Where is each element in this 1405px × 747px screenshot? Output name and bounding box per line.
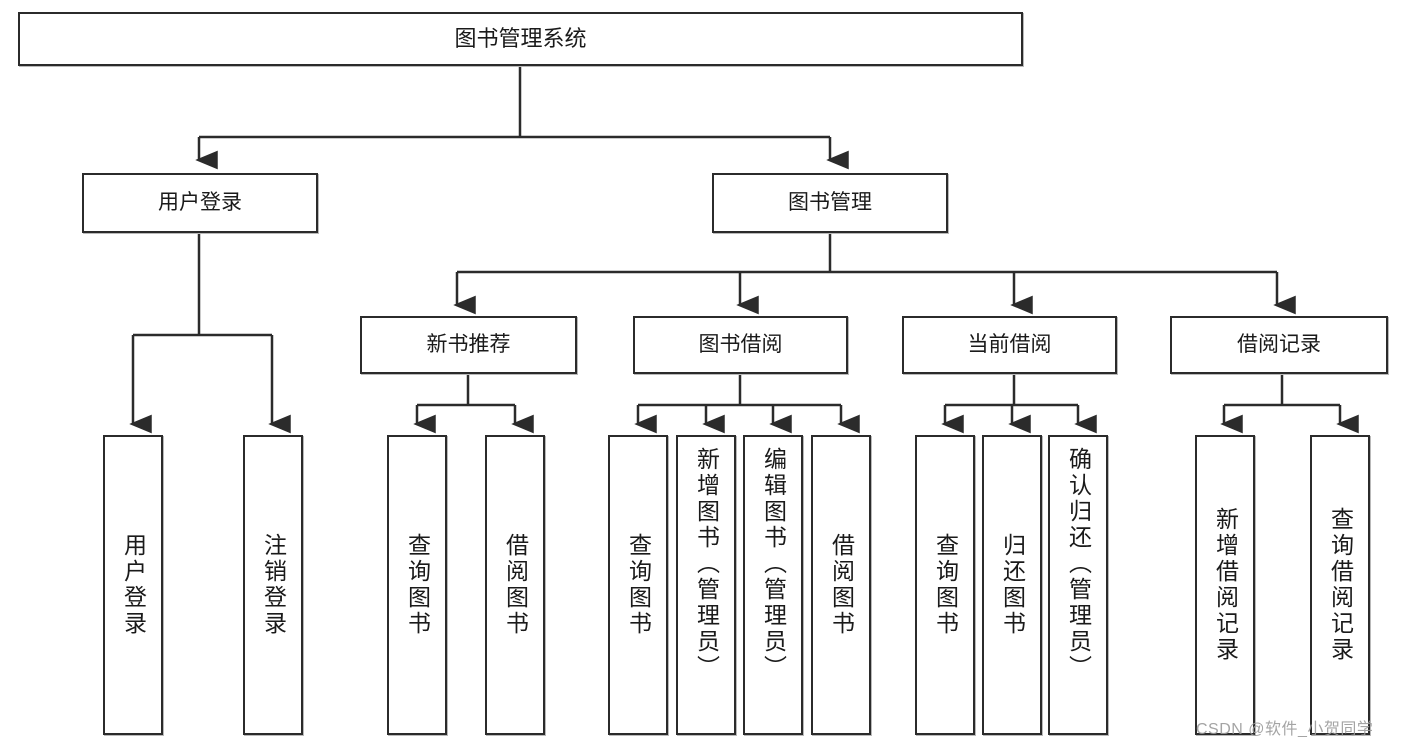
leaf-query-book-recommend-box[interactable]: 查询图书	[387, 435, 447, 735]
leaf-logout-login-box[interactable]: 注销登录	[243, 435, 303, 735]
leaf-query-borrow-record-box[interactable]: 查询借阅记录	[1310, 435, 1370, 735]
leaf-query-book-current-box[interactable]: 查询图书	[915, 435, 975, 735]
leaf-edit-book-admin-label: 编辑图书（管理员）	[760, 447, 787, 681]
leaf-query-book-box[interactable]: 查询图书	[608, 435, 668, 735]
leaf-edit-book-admin-box[interactable]: 编辑图书（管理员）	[743, 435, 803, 735]
leaf-confirm-return-admin-box[interactable]: 确认归还（管理员）	[1048, 435, 1108, 735]
leaf-query-book-current-label: 查询图书	[932, 533, 959, 637]
borrow-record-label: 借阅记录	[1237, 332, 1321, 356]
user-login-label: 用户登录	[158, 190, 242, 214]
leaf-add-book-admin-box[interactable]: 新增图书（管理员）	[676, 435, 736, 735]
current-borrow-label: 当前借阅	[967, 332, 1052, 356]
leaf-add-borrow-record-box[interactable]: 新增借阅记录	[1195, 435, 1255, 735]
book-borrow-label: 图书借阅	[698, 332, 783, 356]
leaf-user-login-label: 用户登录	[120, 533, 147, 637]
leaf-borrow-book-label: 借阅图书	[828, 533, 855, 637]
leaf-query-book-recommend-label: 查询图书	[404, 533, 431, 637]
leaf-query-borrow-record-label: 查询借阅记录	[1327, 507, 1354, 663]
leaf-confirm-return-admin-label: 确认归还（管理员）	[1065, 447, 1092, 681]
csdn-watermark: CSDN @软件_小贺同学	[1196, 721, 1374, 738]
current-borrow-box[interactable]: 当前借阅	[902, 316, 1117, 374]
root-system-label: 图书管理系统	[454, 26, 587, 52]
borrow-record-box[interactable]: 借阅记录	[1170, 316, 1388, 374]
leaf-add-borrow-record-label: 新增借阅记录	[1212, 507, 1239, 663]
leaf-add-book-admin-label: 新增图书（管理员）	[693, 447, 720, 681]
root-system-box[interactable]: 图书管理系统	[18, 12, 1023, 66]
leaf-query-book-label: 查询图书	[625, 533, 652, 637]
leaf-borrow-book-recommend-box[interactable]: 借阅图书	[485, 435, 545, 735]
book-borrow-box[interactable]: 图书借阅	[633, 316, 848, 374]
book-management-label: 图书管理	[788, 190, 872, 214]
user-login-box[interactable]: 用户登录	[82, 173, 318, 233]
leaf-return-book-box[interactable]: 归还图书	[982, 435, 1042, 735]
leaf-user-login-box[interactable]: 用户登录	[103, 435, 163, 735]
new-book-recommend-box[interactable]: 新书推荐	[360, 316, 577, 374]
leaf-borrow-book-box[interactable]: 借阅图书	[811, 435, 871, 735]
leaf-return-book-label: 归还图书	[999, 533, 1026, 637]
new-book-recommend-label: 新书推荐	[426, 332, 511, 356]
leaf-logout-login-label: 注销登录	[260, 533, 287, 637]
book-management-box[interactable]: 图书管理	[712, 173, 948, 233]
leaf-borrow-book-recommend-label: 借阅图书	[502, 533, 529, 637]
